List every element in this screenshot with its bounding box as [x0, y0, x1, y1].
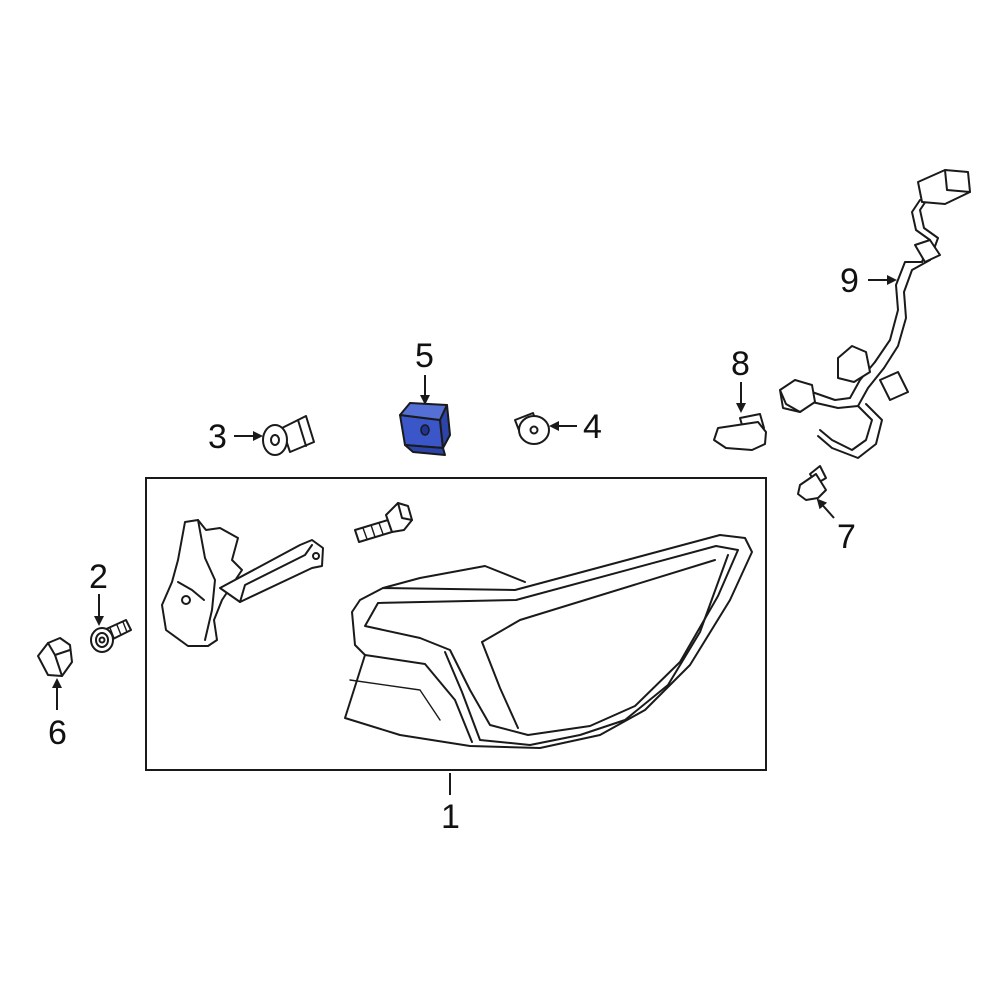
callout-7: 7: [837, 518, 856, 556]
callout-8: 8: [731, 345, 750, 383]
callout-5: 5: [415, 337, 434, 375]
push-pin[interactable]: [262, 415, 315, 456]
mounting-bracket[interactable]: [161, 519, 324, 647]
clip-nut-side: [439, 404, 451, 449]
callout-3: 3: [208, 418, 227, 456]
callout-2: 2: [89, 558, 108, 596]
assembly-box: [145, 477, 767, 771]
rivet[interactable]: [514, 412, 550, 445]
callout-6: 6: [48, 714, 67, 752]
bolt[interactable]: [90, 619, 132, 653]
clip-nut-highlighted[interactable]: [399, 402, 451, 456]
callout-1: 1: [441, 798, 460, 836]
bulb[interactable]: [713, 413, 767, 451]
wiring-harness[interactable]: [779, 169, 971, 459]
leader-lines: [52, 275, 897, 795]
retainer-clip[interactable]: [37, 637, 73, 677]
callout-4: 4: [583, 408, 602, 446]
tail-lamp-housing[interactable]: [344, 534, 753, 749]
mounting-screw[interactable]: [354, 502, 413, 543]
callout-9: 9: [840, 262, 859, 300]
small-bulb[interactable]: [797, 465, 827, 501]
